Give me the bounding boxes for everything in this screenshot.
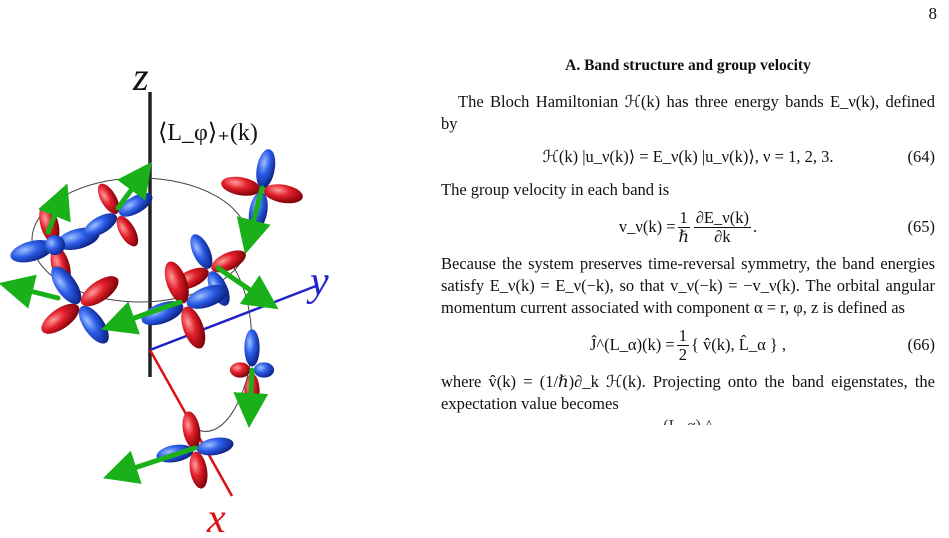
equation-64-number: (64) (907, 147, 936, 166)
green-arrow (215, 265, 279, 310)
equation-66-rhs: { v̂(k), L̂_α } , (690, 335, 787, 354)
fraction-numerator: ∂E_ν(k) (693, 207, 751, 228)
cut-off-equation: (L_α) ^ (441, 415, 935, 425)
fraction-denominator: ℏ (678, 226, 689, 246)
y-axis (149, 284, 317, 352)
equation-65-number: (65) (907, 217, 936, 236)
equation-66-number: (66) (907, 335, 936, 354)
equation-66-fraction: 1 2 (676, 325, 689, 364)
paragraph-2: The group velocity in each band is (441, 180, 670, 199)
fraction-denominator: ∂k (714, 226, 731, 246)
figure-canvas: z y x ⟨L_φ⟩₊(k) (0, 54, 329, 538)
fraction-numerator: 1 (677, 207, 690, 228)
x-axis-label: x (206, 496, 226, 533)
green-arrow (115, 161, 152, 211)
fraction-numerator: 1 (676, 325, 689, 346)
text-column: A. Band structure and group velocity The… (441, 55, 935, 425)
equation-65-lhs: v_ν(k) = (618, 217, 676, 236)
paragraph-3: Because the system preserves time-revers… (441, 254, 935, 317)
green-arrow (38, 183, 71, 235)
orbital-texture-figure: z y x ⟨L_φ⟩₊(k) (0, 40, 430, 538)
green-arrow (103, 445, 198, 484)
section-heading: A. Band structure and group velocity (565, 57, 811, 74)
equation-65: v_ν(k) = 1 ℏ ∂E_ν(k) ∂k . (65) (441, 201, 935, 253)
equation-66-lhs: Ĵ^(L_α)(k) = (589, 335, 675, 354)
fraction-denominator: 2 (678, 344, 687, 364)
z-axis-label: z (132, 54, 149, 99)
green-arrow (101, 299, 183, 335)
equation-65-fraction-1: 1 ℏ (677, 207, 690, 246)
green-arrow (233, 367, 269, 428)
equation-65-fraction-2: ∂E_ν(k) ∂k (693, 207, 751, 246)
y-axis-label: y (306, 259, 329, 305)
angular-momentum-arrows (0, 161, 279, 484)
paragraph-4: where v̂(k) = (1/ℏ)∂_k ℋ(k). Projecting … (441, 372, 935, 413)
green-arrow (0, 274, 61, 309)
orbital-clover (83, 183, 153, 247)
equation-64-body: ℋ(k) |u_ν(k)⟩ = E_ν(k) |u_ν(k)⟩, ν = 1, … (542, 147, 834, 166)
equation-65-end: . (752, 217, 758, 236)
green-arrow (236, 185, 271, 255)
page-number: 8 (928, 4, 938, 23)
angular-momentum-label: ⟨L_φ⟩₊(k) (158, 120, 258, 146)
orbital-clover (141, 261, 229, 349)
paragraph-1: The Bloch Hamiltonian ℋ(k) has three ene… (441, 92, 935, 133)
equation-66: Ĵ^(L_α)(k) = 1 2 { v̂(k), L̂_α } , (66) (441, 319, 935, 371)
equation-64: ℋ(k) |u_ν(k)⟩ = E_ν(k) |u_ν(k)⟩, ν = 1, … (441, 135, 935, 179)
